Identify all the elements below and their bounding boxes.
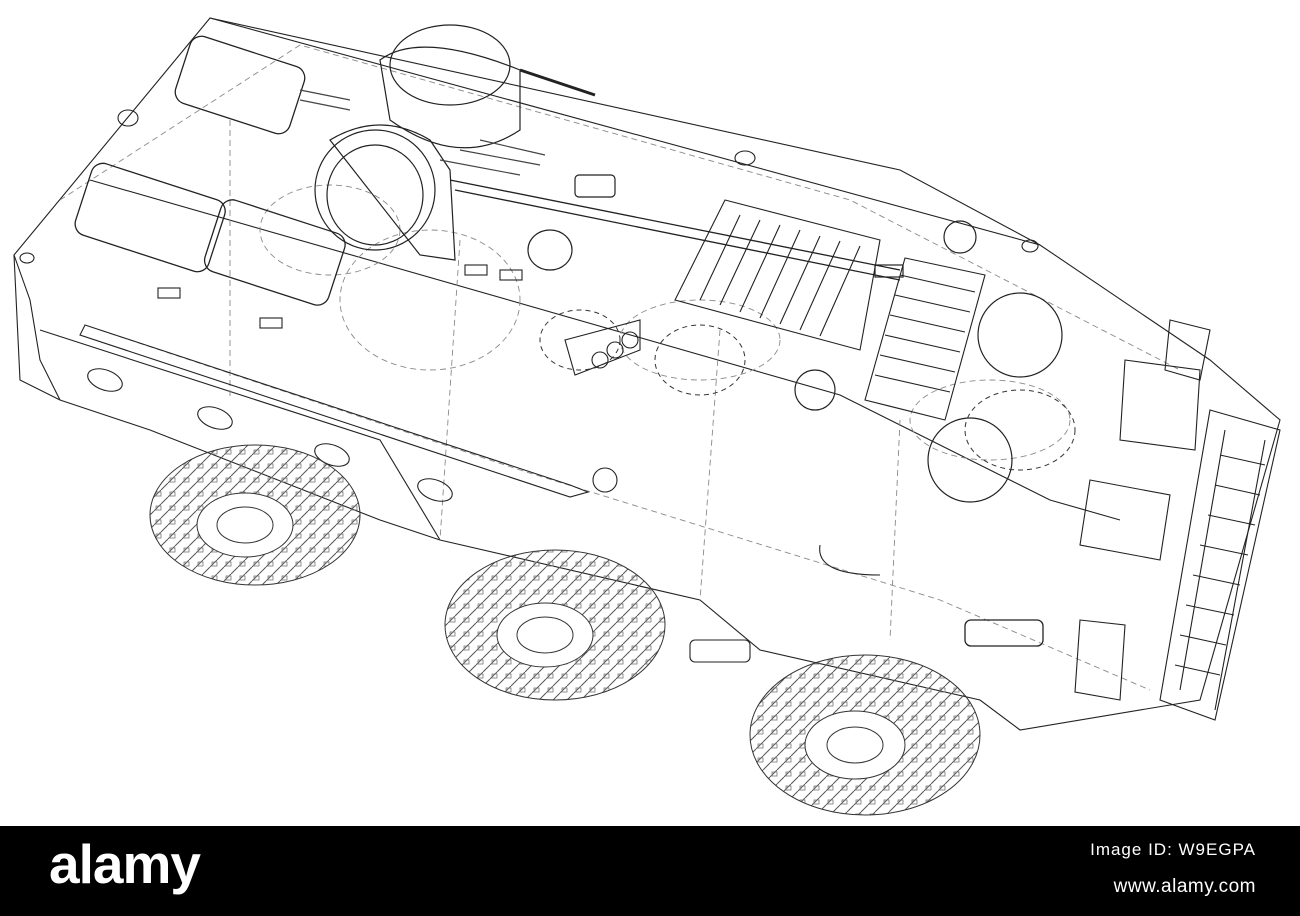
- watermark-footer: alamy Image ID: W9EGPA www.alamy.com: [0, 826, 1300, 916]
- logo-text: alamy: [49, 833, 201, 895]
- engine-grilles: [674, 199, 986, 421]
- side-fittings: [79, 264, 881, 663]
- image-id-label: Image ID: W9EGPA: [1090, 840, 1256, 859]
- front-fittings: [1074, 319, 1281, 721]
- wheels: [149, 309, 1076, 816]
- site-url: www.alamy.com: [1113, 876, 1256, 897]
- apc-wireframe-svg: [13, 17, 1281, 816]
- headlights: [19, 109, 1039, 264]
- round-hatches: [794, 220, 1063, 503]
- hatches: [74, 35, 1044, 647]
- alamy-logo: alamy: [49, 833, 201, 895]
- wireframe-drawing: [13, 17, 1281, 816]
- turret: [299, 24, 904, 281]
